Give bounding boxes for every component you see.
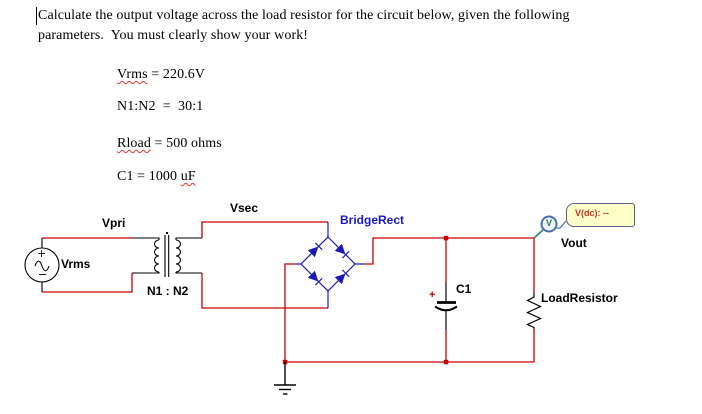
problem-line-2: parameters. You must clearly show your w… (38, 28, 309, 43)
parameter-turns-ratio: N1:N2 = 30:1 (117, 99, 203, 115)
capacitor-icon (434, 283, 458, 330)
label-vout: Vout (561, 236, 587, 250)
voltmeter-letter: V (545, 218, 552, 228)
parameter-vrms: Vrms = 220.6V (117, 67, 205, 83)
parameter-rload: Rload = 500 ohms (117, 136, 222, 152)
problem-line-1: Calculate the output voltage across the … (38, 8, 570, 23)
voltmeter-reading: V(dc): -- (575, 208, 609, 218)
capacitor-plus-sign: + (429, 289, 436, 301)
param-text: = 220.6V (147, 67, 206, 82)
diode-icon (334, 269, 350, 285)
parameter-c1: C1 = 1000 uF (117, 169, 196, 185)
misspelled-word: Rload (117, 136, 151, 151)
param-text: C1 = 1000 (117, 169, 181, 184)
voltmeter-probe-icon (533, 215, 567, 239)
bridge-rectifier-icon (295, 222, 364, 308)
voltmeter-readout-box: V(dc): -- (566, 203, 635, 227)
wire (42, 221, 535, 363)
resistor-icon (526, 293, 542, 329)
misspelled-word: uF (180, 169, 196, 184)
label-vpri: Vpri (102, 216, 126, 230)
ac-source-icon (24, 238, 60, 292)
transformer-icon (132, 232, 202, 277)
label-bridgerect: BridgeRect (340, 213, 405, 227)
label-loadresistor: LoadResistor (541, 291, 618, 305)
label-c1: C1 (456, 282, 472, 296)
source-minus-sign: − (38, 268, 48, 281)
label-vsec: Vsec (230, 201, 259, 215)
junction-dot (282, 235, 449, 365)
label-turns-ratio: N1 : N2 (147, 284, 189, 298)
label-vrms: Vrms (61, 257, 91, 271)
text-cursor (36, 7, 37, 25)
source-plus-sign: + (37, 247, 47, 260)
diode-icon (307, 270, 323, 286)
ground-icon (274, 362, 296, 395)
param-text: = 500 ohms (150, 136, 222, 151)
param-text: N1:N2 = 30:1 (117, 99, 204, 114)
misspelled-word: Vrms (117, 67, 148, 82)
